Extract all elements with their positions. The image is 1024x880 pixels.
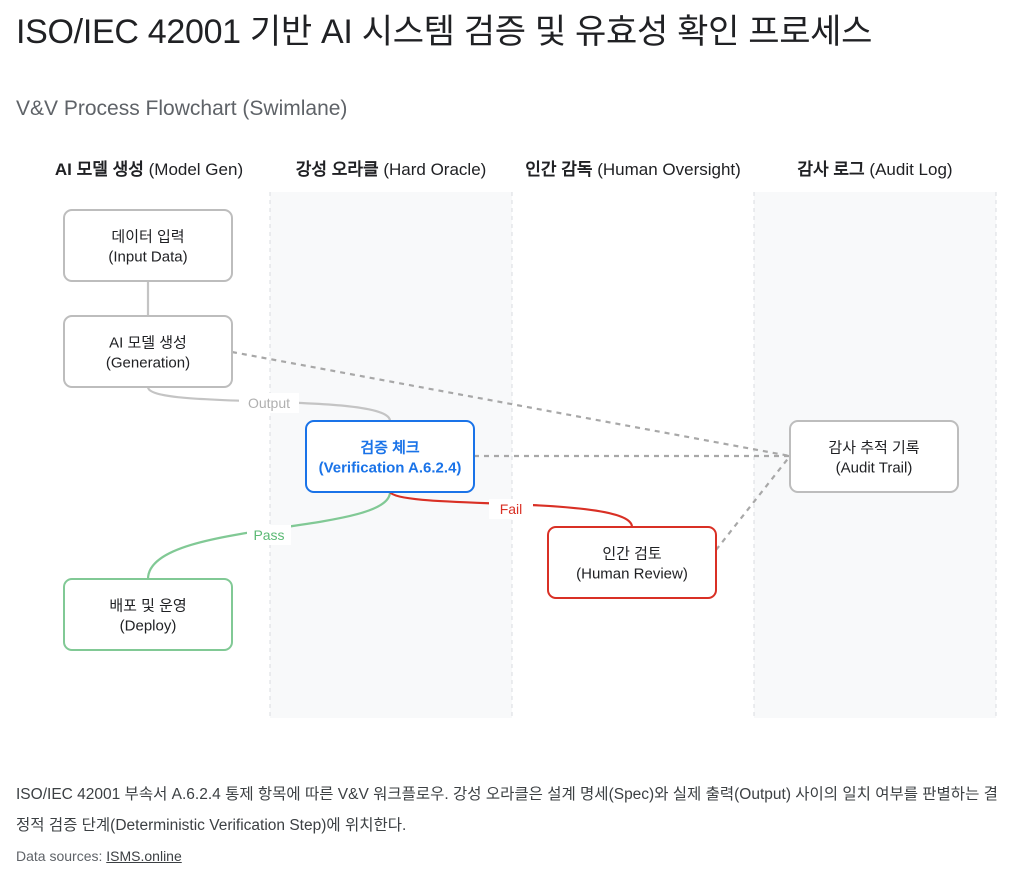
lane-title-en: (Hard Oracle) (383, 160, 486, 179)
node-sublabel-deploy: (Deploy) (120, 618, 177, 635)
node-label-deploy: 배포 및 운영 (109, 598, 186, 615)
edge-gen-audit (231, 350, 791, 458)
lane-title-audit: 감사 로그 (Audit Log) (797, 160, 952, 179)
edge-label-verify-deploy: Pass (253, 527, 284, 543)
node-box-input (63, 209, 233, 282)
edge-label-background (247, 525, 291, 545)
node-deploy: 배포 및 운영 (Deploy) (63, 578, 233, 651)
lane-title-en: (Human Oversight) (597, 160, 741, 179)
node-box-gen (63, 315, 233, 388)
node-box-audit (789, 420, 959, 493)
lane-title-ko: AI 모델 생성 (55, 159, 149, 179)
edge-label-gen-verify: Output (248, 395, 290, 411)
node-box-review (547, 526, 717, 599)
lane-title-en: (Model Gen) (149, 160, 243, 179)
node-sublabel-audit: (Audit Trail) (836, 460, 913, 477)
lane-title-ko: 인간 감독 (525, 160, 597, 179)
figure-caption: ISO/IEC 42001 부속서 A.6.2.4 통제 항목에 따른 V&V … (16, 786, 998, 834)
edge-label-background (489, 499, 533, 519)
node-verify: 검증 체크 (Verification A.6.2.4) (305, 420, 475, 493)
nodes-layer: 데이터 입력 (Input Data) AI 모델 생성 (Generation) 검증… (63, 209, 959, 651)
node-input: 데이터 입력 (Input Data) (63, 209, 233, 282)
node-label-verify: 검증 체크 (360, 439, 420, 457)
swimlane-diagram: AI 모델 생성 (Model Gen) 강성 오라클 (Hard Oracle)… (55, 159, 997, 718)
node-review: 인간 검토 (Human Review) (547, 526, 717, 599)
edge-label-background (239, 393, 299, 413)
node-gen: AI 모델 생성 (Generation) (63, 315, 233, 388)
data-sources: Data sources: ISMS.online (16, 848, 182, 864)
lane-title-oracle: 강성 오라클 (Hard Oracle) (296, 160, 487, 179)
node-label-gen: AI 모델 생성 (109, 335, 187, 352)
node-sublabel-verify: (Verification A.6.2.4) (319, 460, 462, 477)
node-sublabel-input: (Input Data) (108, 249, 187, 266)
edge-label-verify-review: Fail (500, 501, 523, 517)
node-label-audit: 감사 추적 기록 (828, 440, 919, 457)
lane-title-en: (Audit Log) (869, 160, 952, 179)
node-box-verify (305, 420, 475, 493)
page-title: ISO/IEC 42001 기반 AI 시스템 검증 및 유효성 확인 프로세스 (16, 13, 873, 51)
sources-link[interactable]: ISMS.online (106, 848, 182, 864)
node-label-input: 데이터 입력 (111, 229, 184, 246)
lane-title-model: AI 모델 생성 (Model Gen) (55, 159, 243, 179)
lane-title-ko: 강성 오라클 (296, 160, 384, 179)
lane-title-ko: 감사 로그 (797, 160, 869, 179)
node-box-deploy (63, 578, 233, 651)
sources-prefix: Data sources: (16, 848, 103, 864)
node-label-review: 인간 검토 (602, 546, 662, 563)
page-subtitle: V&V Process Flowchart (Swimlane) (16, 97, 348, 120)
node-sublabel-gen: (Generation) (106, 355, 190, 372)
node-sublabel-review: (Human Review) (576, 566, 688, 583)
node-audit: 감사 추적 기록 (Audit Trail) (789, 420, 959, 493)
lane-title-human: 인간 감독 (Human Oversight) (525, 160, 741, 179)
